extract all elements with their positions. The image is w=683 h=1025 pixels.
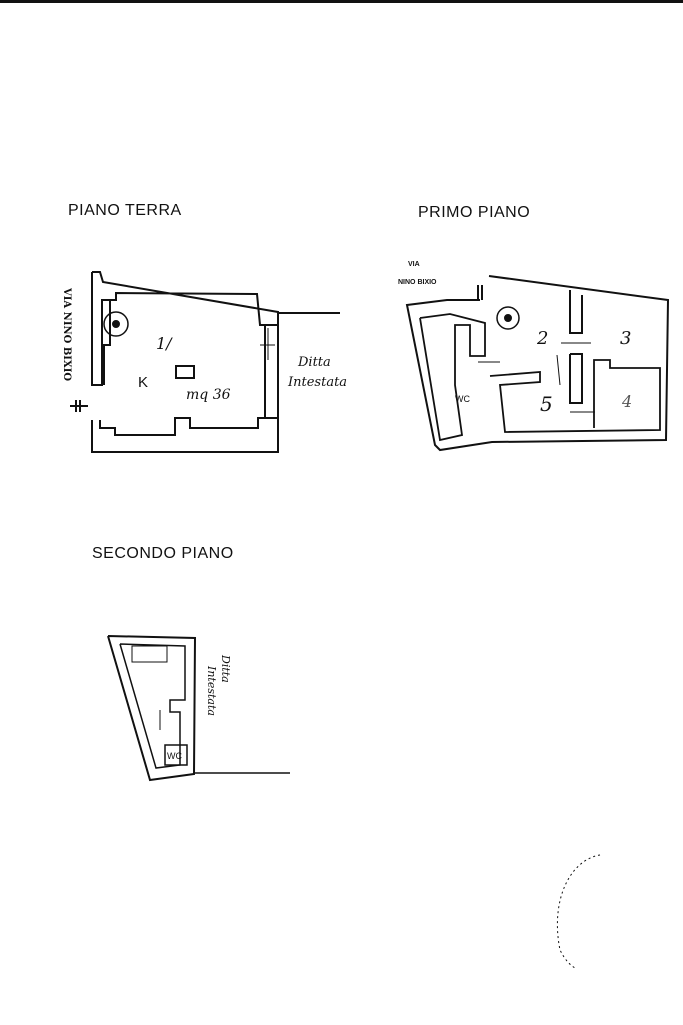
room-5-label: 5 bbox=[540, 392, 553, 416]
stamp-mark bbox=[556, 854, 601, 969]
ground-neighbor-1: Ditta bbox=[298, 355, 331, 370]
first-floor-title: PRIMO PIANO bbox=[418, 204, 531, 221]
ground-area: mq 36 bbox=[186, 387, 231, 403]
ground-room-label: K bbox=[138, 374, 149, 391]
ground-floor-title: PIANO TERRA bbox=[68, 202, 182, 219]
second-floor-plan bbox=[107, 635, 290, 782]
second-floor-title: SECONDO PIANO bbox=[92, 545, 234, 562]
first-street-label-1: VIA bbox=[408, 261, 420, 268]
first-floor-plan bbox=[405, 275, 670, 452]
room-2-label: 2 bbox=[537, 328, 549, 349]
first-wc-label: WC bbox=[455, 394, 470, 404]
second-neighbor-1: Ditta bbox=[219, 655, 232, 683]
room-3-label: 3 bbox=[620, 328, 632, 349]
second-wc-label: WC bbox=[167, 751, 182, 761]
second-neighbor-2: Intestata bbox=[205, 666, 218, 716]
first-street-label-2: NINO BIXIO bbox=[398, 279, 437, 286]
ground-floor-plan bbox=[70, 271, 340, 453]
ground-street-label: VIA NINO BIXIO bbox=[61, 288, 72, 382]
top-border bbox=[0, 0, 683, 3]
ground-room-number: 1/ bbox=[156, 334, 172, 353]
ground-neighbor-2: Intestata bbox=[288, 375, 348, 390]
room-4-label: 4 bbox=[622, 392, 633, 411]
